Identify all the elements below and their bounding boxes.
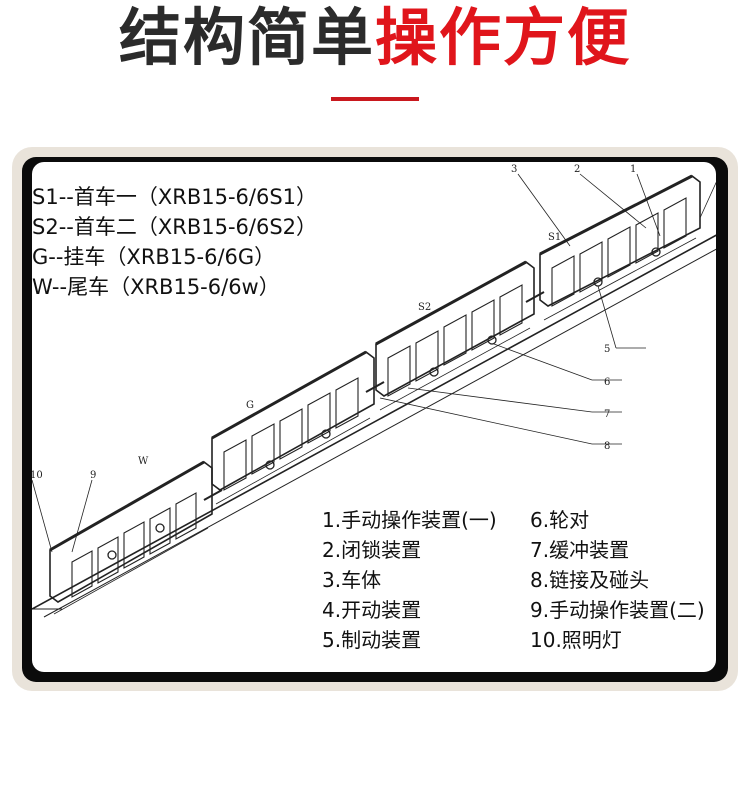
legend-s2: S2--首车二（XRB15-6/6S2） [32,215,318,239]
diagram-panel: 1 2 3 4 5 6 7 8 9 10 S1 S2 G W S1--首车一（X… [32,162,716,672]
part-9: 9.手动操作装置(二) [530,598,705,622]
car-g [211,350,375,491]
callout-7: 7 [604,409,610,420]
car-label-g: G [246,400,254,411]
train-diagram [32,173,716,618]
callout-10: 10 [32,470,43,481]
part-5: 5.制动装置 [322,628,422,652]
legend-w: W--尾车（XRB15-6/6w） [32,275,280,299]
title-red-part: 操作方便 [375,1,632,74]
part-3: 3.车体 [322,568,382,592]
legend-s1: S1--首车一（XRB15-6/6S1） [32,185,318,209]
parts-list-left: 1.手动操作装置(一) 2.闭锁装置 3.车体 4.开动装置 5.制动装置 [322,505,497,655]
part-2: 2.闭锁装置 [322,538,422,562]
callout-8: 8 [604,441,610,452]
callout-6: 6 [604,377,610,388]
title-underline [331,97,419,101]
car-label-w: W [138,456,149,467]
part-8: 8.链接及碰头 [530,568,650,592]
part-10: 10.照明灯 [530,628,622,652]
parts-list-right: 6.轮对 7.缓冲装置 8.链接及碰头 9.手动操作装置(二) 10.照明灯 [530,505,705,655]
callout-2: 2 [574,164,580,175]
car-type-legend: S1--首车一（XRB15-6/6S1） S2--首车二（XRB15-6/6S2… [32,182,317,302]
car-label-s1: S1 [548,232,561,243]
callout-1: 1 [630,164,636,175]
callout-numbers: 1 2 3 4 5 6 7 8 9 10 S1 S2 G W [32,164,636,481]
car-s1 [539,174,701,307]
page-title: 结构简单操作方便 [0,2,750,74]
part-7: 7.缓冲装置 [530,538,630,562]
legend-g: G--挂车（XRB15-6/6G） [32,245,276,269]
callout-3: 3 [511,164,517,175]
callout-5: 5 [604,344,610,355]
car-label-s2: S2 [418,302,431,313]
title-dark-part: 结构简单 [118,1,375,74]
part-6: 6.轮对 [530,508,590,532]
car-w [49,460,213,603]
callout-9: 9 [90,470,96,481]
part-4: 4.开动装置 [322,598,422,622]
part-1: 1.手动操作装置(一) [322,508,497,532]
car-s2 [375,260,535,397]
